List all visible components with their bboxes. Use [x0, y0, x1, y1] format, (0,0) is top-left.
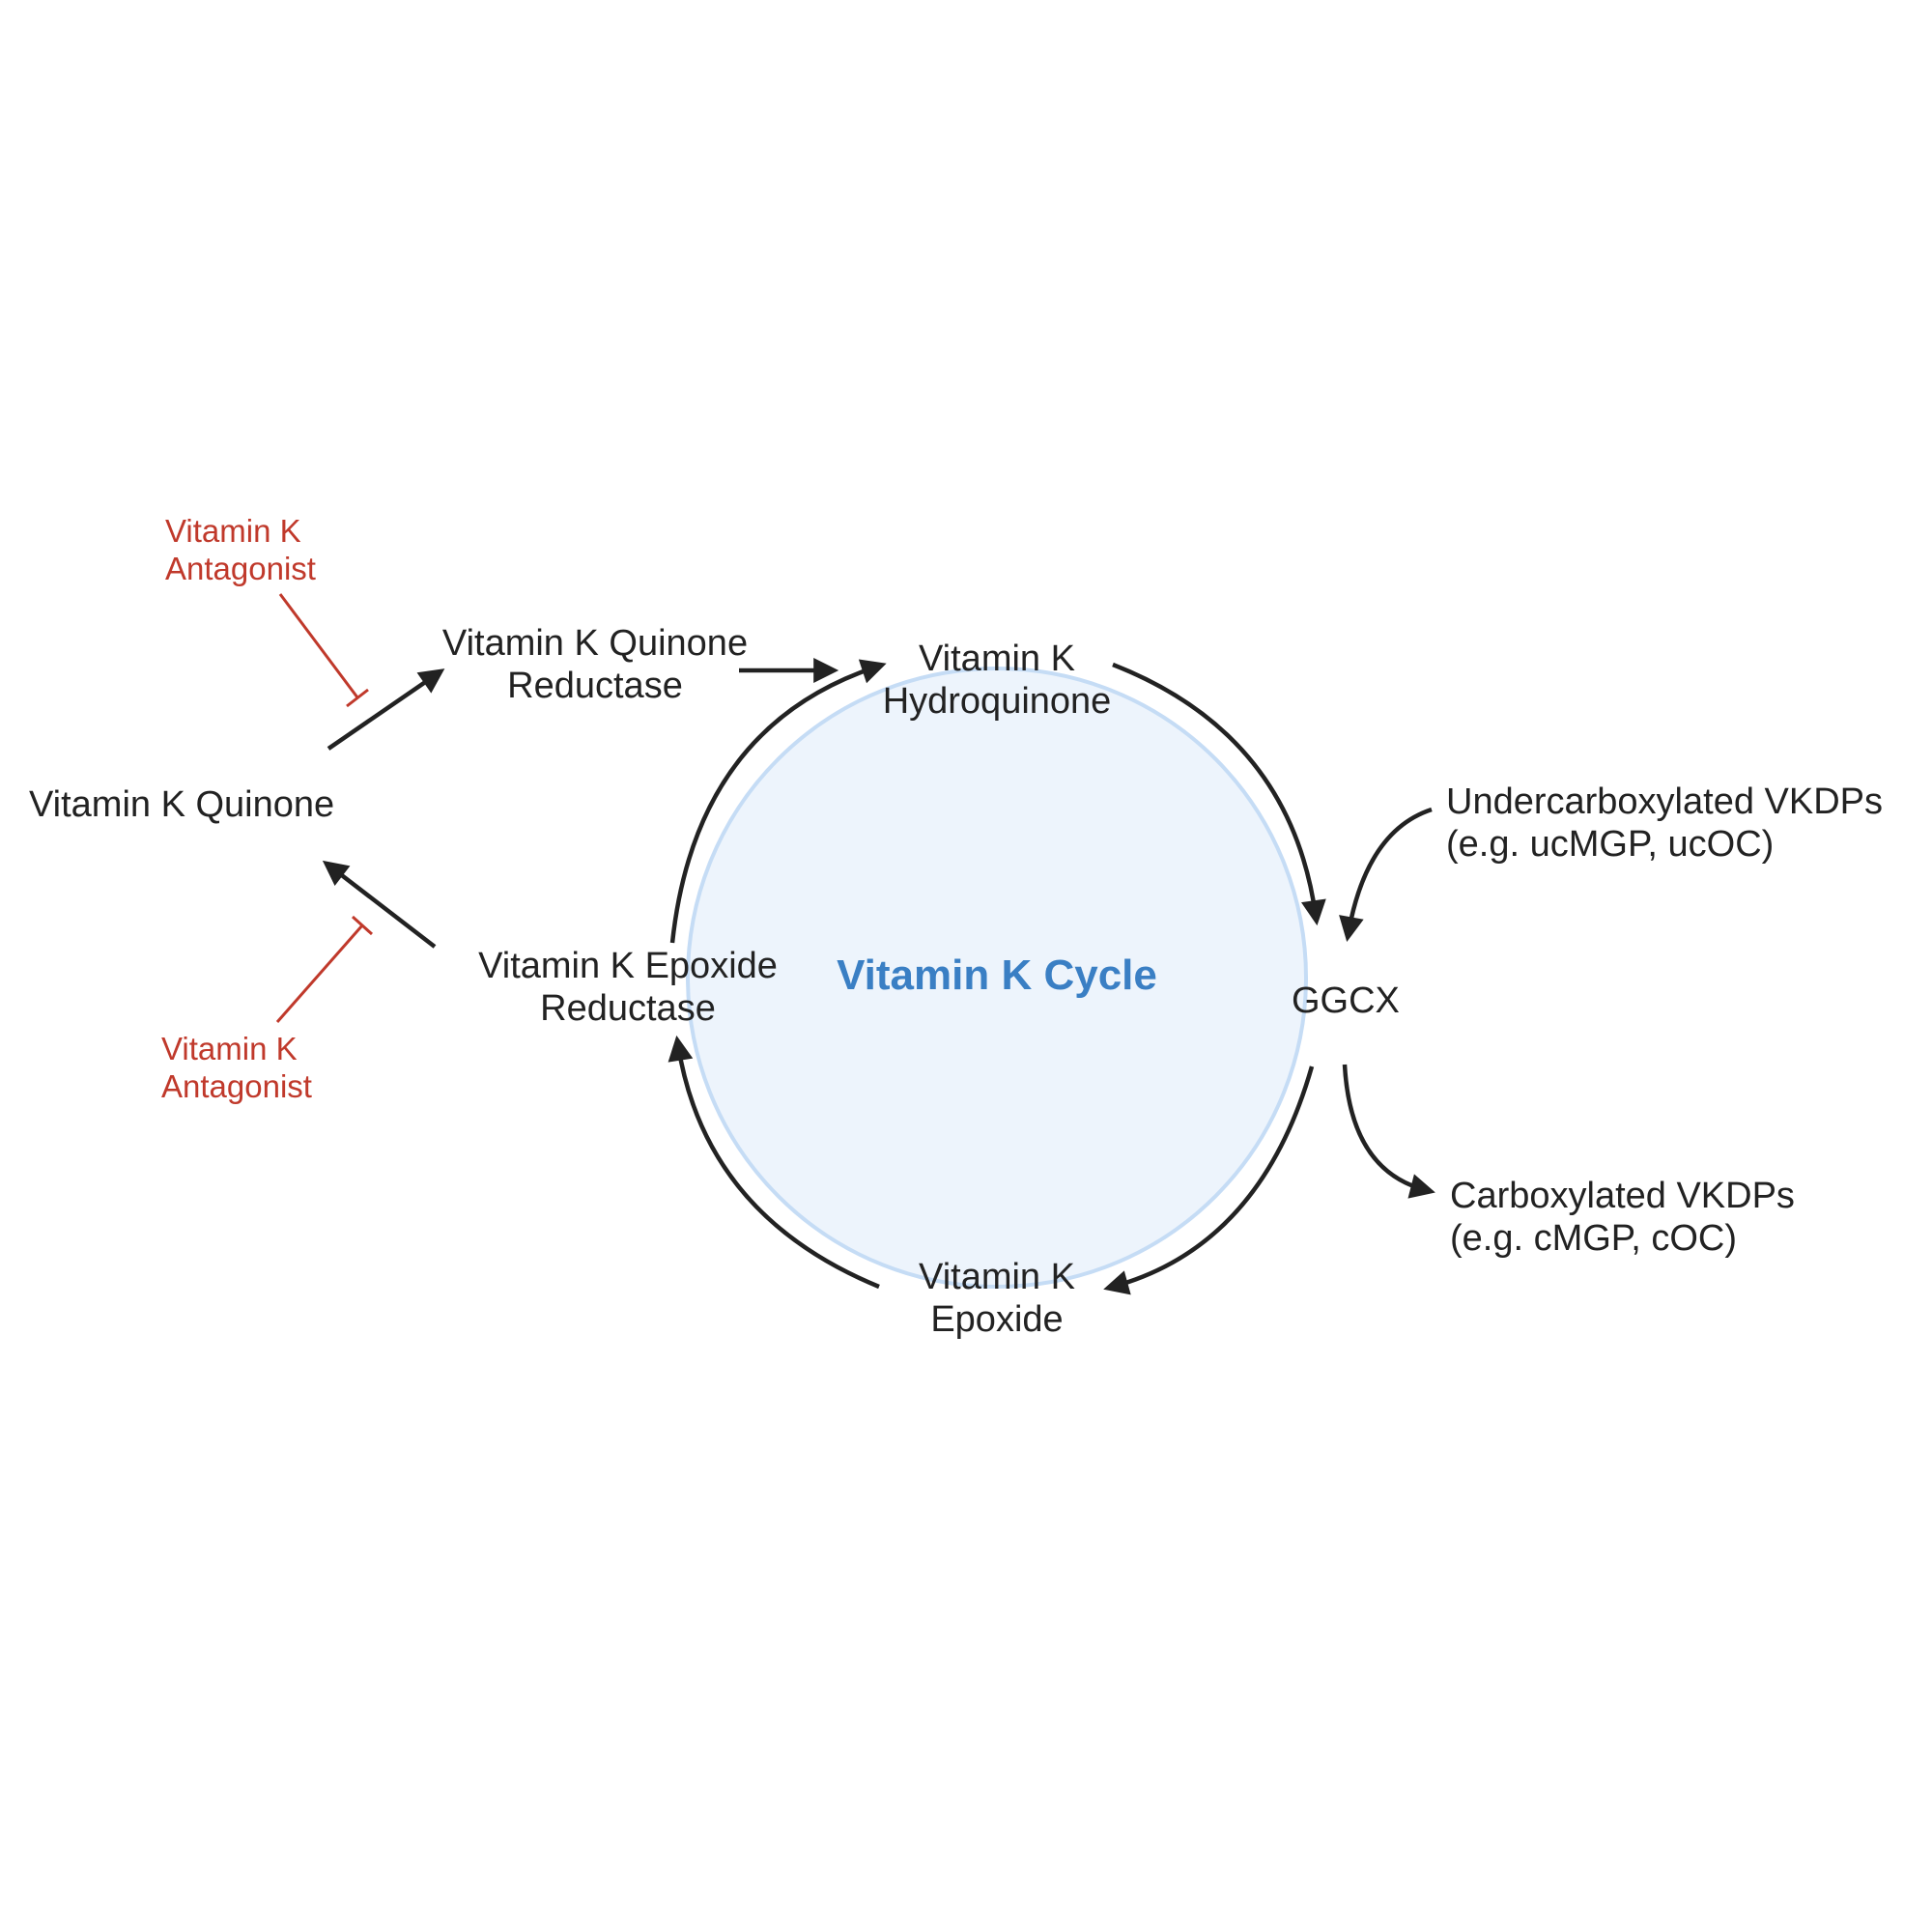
node-epoxide-reductase: Vitamin K Epoxide Reductase [478, 946, 778, 1029]
arrow-undercarboxylated-to-ggcx [1339, 807, 1433, 943]
cycle-circle [686, 667, 1308, 1289]
node-hydroquinone: Vitamin K Hydroquinone [882, 639, 1112, 722]
antagonist-top-label: Vitamin K Antagonist [165, 513, 316, 586]
node-quinone-reductase: Vitamin K Quinone Reductase [441, 623, 749, 706]
node-quinone: Vitamin K Quinone [29, 784, 335, 825]
node-carboxylated: Carboxylated VKDPs (e.g. cMGP, cOC) [1450, 1176, 1795, 1259]
arrow-quinone-to-quinone-reductase [327, 668, 445, 751]
arrow-epoxide-reductase-to-quinone [322, 860, 437, 949]
inhibitor-bottom [275, 915, 374, 1023]
arrow-hydroquinone-to-ggcx [1112, 662, 1326, 926]
arrow-ggcx-to-epoxide [1103, 1065, 1315, 1295]
inhibitor-top [278, 593, 369, 708]
node-undercarboxylated: Undercarboxylated VKDPs (e.g. ucMGP, ucO… [1446, 781, 1883, 865]
cycle-title: Vitamin K Cycle [837, 952, 1157, 999]
arrow-ggcx-to-carboxylated [1342, 1064, 1435, 1199]
node-epoxide: Vitamin K Epoxide [919, 1257, 1075, 1340]
arrow-epoxide-reductase-to-hydroquinone [669, 659, 887, 944]
arrow-epoxide-to-epoxide-reductase [668, 1035, 880, 1290]
antagonist-bottom-label: Vitamin K Antagonist [161, 1031, 312, 1104]
node-ggcx: GGCX [1292, 980, 1400, 1021]
